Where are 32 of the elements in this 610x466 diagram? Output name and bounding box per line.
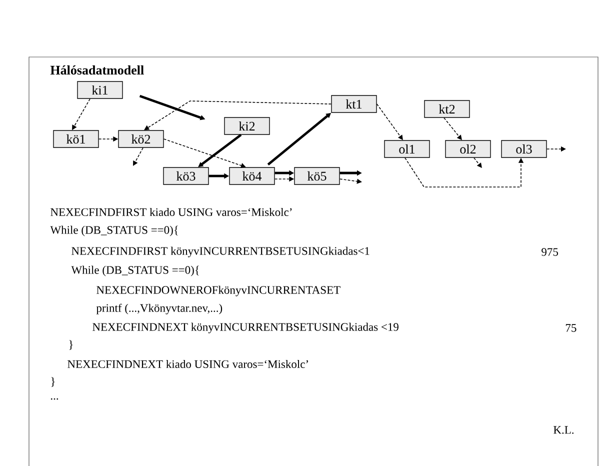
code-line: NEXECFINDFIRST kiado USING varos=‘Miskolc’: [50, 208, 292, 216]
code-line: NEXECFINDNEXT kiado USING varos=‘Miskolc’: [68, 360, 308, 368]
arrow: [339, 178, 362, 184]
record-box: ki1: [77, 81, 123, 99]
code-line: While (DB_STATUS ==0){: [50, 226, 178, 236]
code-line: NEXECFINDNEXT könyvINCURRENTBSETUSINGkiadas <19: [92, 322, 398, 334]
record-box: ol2: [445, 140, 491, 158]
arrow: [474, 157, 482, 168]
record-box: kö5: [294, 167, 340, 185]
code-line: ...: [50, 398, 58, 400]
arrow: [144, 100, 332, 130]
record-box: kö1: [53, 130, 99, 148]
code-line: 975: [542, 248, 558, 256]
author-initials: K.L.: [554, 426, 574, 434]
record-box: ol3: [501, 140, 547, 158]
record-box: kö3: [163, 167, 209, 185]
code-line: 75: [566, 324, 576, 332]
arrow: [133, 147, 144, 166]
record-box: kö4: [229, 167, 275, 185]
code-line: NEXECFINDOWNEROFkönyvINCURRENTASET: [96, 286, 340, 296]
record-box: kö2: [118, 130, 164, 148]
record-box: kt2: [424, 100, 470, 118]
code-line: NEXECFINDFIRST könyvINCURRENTBSETUSINGkiadas<1: [72, 246, 370, 258]
code-line: printf (...,Vkönyvtar.nev,...): [96, 304, 222, 314]
record-box: ki2: [224, 117, 270, 135]
title: Hálósadatmodell: [50, 65, 144, 75]
code-line: }: [51, 377, 55, 387]
arrow: [163, 138, 246, 168]
record-box: ol1: [384, 140, 430, 158]
code-line: }: [69, 340, 73, 350]
code-line: While (DB_STATUS ==0){: [71, 266, 199, 276]
record-box: kt1: [331, 95, 377, 113]
